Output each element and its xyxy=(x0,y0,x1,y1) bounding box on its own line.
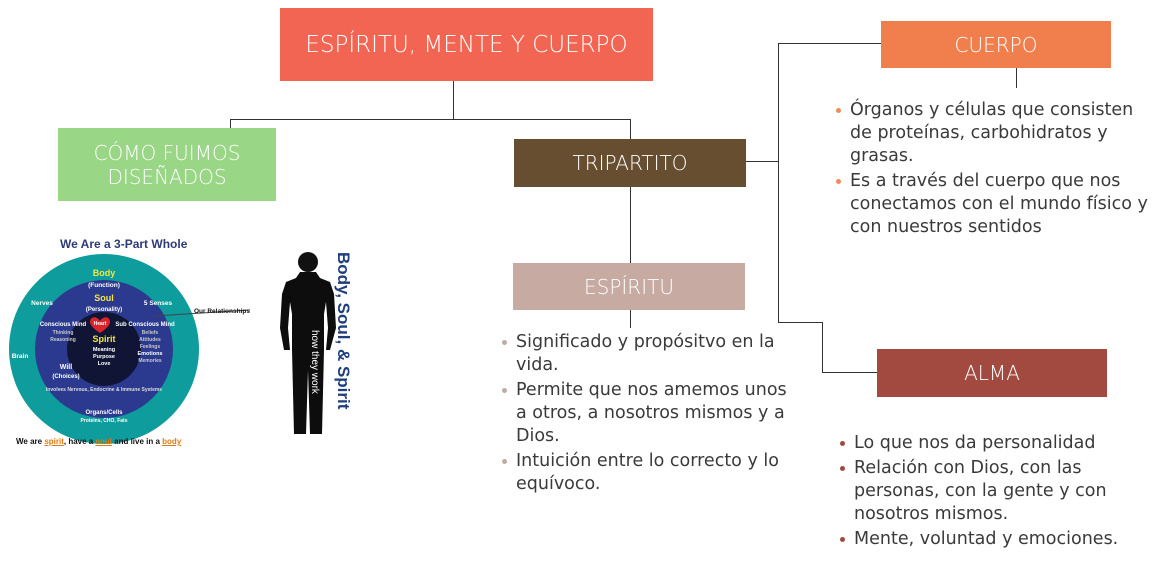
organs-label: Organs/Cells xyxy=(85,410,123,416)
main-node: ESPÍRITU, MENTE Y CUERPO xyxy=(280,8,653,81)
list-item: Mente, voluntad y emociones. xyxy=(838,528,1160,551)
connector-alma-step-v xyxy=(822,322,823,373)
spirit-item: Love xyxy=(98,361,111,367)
whole-diagram: Body (Function) Soul (Personality) Heart… xyxy=(9,254,250,444)
silhouette-title: Body, Soul, & Spirit xyxy=(334,252,353,410)
silhouette-figure-icon xyxy=(280,252,336,434)
brain-label: Brain xyxy=(12,353,29,360)
body-sub-label: (Function) xyxy=(88,282,120,289)
subconscious-item: Feelings xyxy=(140,344,161,350)
subconscious-item: Attitudes xyxy=(139,337,161,343)
cuerpo-list: Órganos y células que consisten de prote… xyxy=(834,99,1154,241)
connector-main-down xyxy=(453,80,454,120)
emotions-label: Emotions xyxy=(137,351,162,357)
will-sub-label: (Choices) xyxy=(52,374,79,380)
main-node-label: ESPÍRITU, MENTE Y CUERPO xyxy=(305,31,628,58)
list-item: Órganos y células que consisten de prote… xyxy=(834,99,1154,168)
list-item: Relación con Dios, con las personas, con… xyxy=(838,457,1160,526)
tripartito-node: TRIPARTITO xyxy=(514,139,746,187)
caption-soul: soul xyxy=(95,437,112,446)
caption-body: body xyxy=(162,437,182,446)
espiritu-list: Significado y propósitvo en la vida. Per… xyxy=(500,331,790,498)
connector-alma-step-h xyxy=(778,322,823,323)
como-node: CÓMO FUIMOS DISEÑADOS xyxy=(58,128,276,201)
connector-horizontal-top xyxy=(230,119,631,120)
spirit-item: Purpose xyxy=(93,354,115,360)
silhouette-subtitle: how they work xyxy=(309,330,320,394)
alma-node-label: ALMA xyxy=(964,361,1020,385)
como-node-line2: DISEÑADOS xyxy=(107,164,227,189)
connector-alma xyxy=(822,372,877,373)
alma-node: ALMA xyxy=(877,349,1107,397)
connector-tripartito-right xyxy=(746,161,779,162)
list-item: Lo que nos da personalidad xyxy=(838,432,1160,455)
connector-espiritu-down xyxy=(630,310,631,328)
conscious-item: Thinking xyxy=(53,330,74,336)
connector-tripartito xyxy=(630,119,631,139)
whole-diagram-caption: We are spirit, have a soul and live in a… xyxy=(16,437,181,446)
connector-cuerpo-down xyxy=(1016,68,1017,88)
connector-tripartito-espiritu xyxy=(630,187,631,263)
systems-label: Involves Nervous, Endocrine & Immune Sys… xyxy=(46,387,162,393)
connector-como xyxy=(230,119,231,129)
memories-label: Memories xyxy=(138,358,162,364)
soul-sub-label: (Personality) xyxy=(86,307,122,313)
organs-sub-label: Proteins, CHO, Fats xyxy=(81,418,128,424)
list-item: Significado y propósitvo en la vida. xyxy=(500,331,790,377)
caption-text: and live in a xyxy=(111,437,163,446)
body-label: Body xyxy=(93,268,116,278)
alma-list: Lo que nos da personalidad Relación con … xyxy=(838,432,1160,553)
list-item: Es a través del cuerpo que nos conectamo… xyxy=(834,170,1154,239)
como-node-line1: CÓMO FUIMOS xyxy=(93,140,241,165)
conscious-item: Reasoning xyxy=(50,337,76,343)
spirit-item: Meaning xyxy=(93,347,115,353)
whole-diagram-title: We Are a 3-Part Whole xyxy=(60,237,188,251)
nerves-label: Nerves xyxy=(31,300,53,307)
conscious-label: Conscious Mind xyxy=(40,322,87,328)
caption-text: We are xyxy=(16,437,45,446)
cuerpo-node: CUERPO xyxy=(881,21,1111,68)
will-label: Will xyxy=(60,364,72,371)
heart-label: Heart xyxy=(94,321,107,327)
connector-cuerpo xyxy=(778,43,881,44)
soul-label: Soul xyxy=(94,293,114,303)
list-item: Intuición entre lo correcto y lo equívoc… xyxy=(500,450,790,496)
subconscious-item: Beliefs xyxy=(142,330,159,336)
list-item: Permite que nos amemos unos a otros, a n… xyxy=(500,379,790,448)
caption-text: , have a xyxy=(63,437,96,446)
tripartito-node-label: TRIPARTITO xyxy=(572,151,688,175)
cuerpo-node-label: CUERPO xyxy=(954,32,1038,57)
relationships-label: Our Relationships xyxy=(194,308,250,315)
spirit-label: Spirit xyxy=(92,334,115,344)
espiritu-node: ESPÍRITU xyxy=(513,263,745,310)
espiritu-node-label: ESPÍRITU xyxy=(584,274,674,299)
connector-vertical-right xyxy=(778,43,779,323)
subconscious-label: Sub Conscious Mind xyxy=(115,322,175,328)
caption-spirit: spirit xyxy=(44,437,64,446)
senses-label: 5 Senses xyxy=(144,300,173,307)
